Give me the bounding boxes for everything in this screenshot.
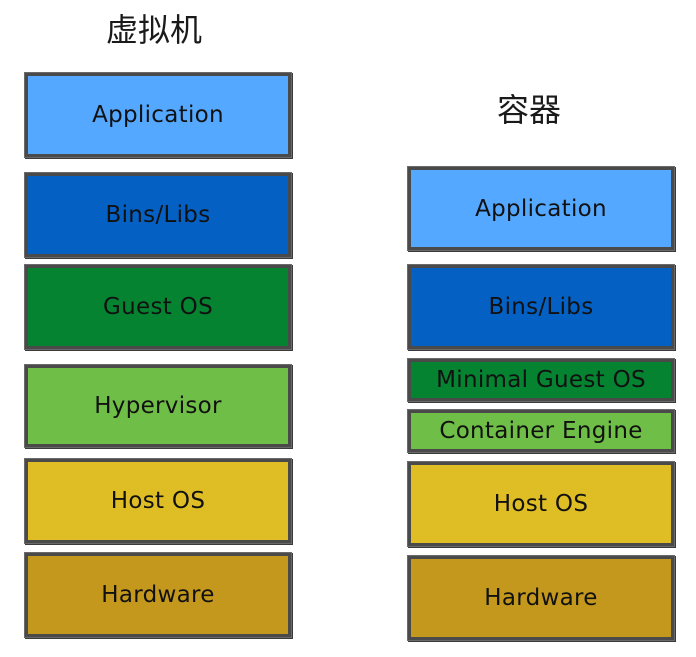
vm-layer-hypervisor-label: Hypervisor	[94, 393, 222, 419]
vm-layer-hardware: Hardware	[25, 553, 291, 637]
container-layer-minimal-guest-os-label: Minimal Guest OS	[436, 367, 646, 393]
container-layer-hardware-label: Hardware	[484, 585, 598, 611]
vm-layer-hardware-label: Hardware	[101, 582, 215, 608]
container-layer-bins-libs: Bins/Libs	[408, 265, 674, 349]
container-layer-host-os: Host OS	[408, 462, 674, 546]
container-title: 容器	[497, 91, 562, 129]
vm-title: 虚拟机	[106, 11, 203, 49]
container-layer-minimal-guest-os: Minimal Guest OS	[408, 359, 674, 401]
container-layer-container-engine: Container Engine	[408, 410, 674, 452]
vm-layer-application: Application	[25, 73, 291, 157]
vm-layer-host-os-label: Host OS	[110, 488, 206, 514]
vm-layer-host-os: Host OS	[25, 459, 291, 543]
vm-layer-application-label: Application	[92, 102, 224, 128]
vm-layer-guest-os-label: Guest OS	[103, 294, 213, 320]
container-layer-hardware: Hardware	[408, 556, 674, 640]
container-layer-host-os-label: Host OS	[493, 491, 589, 517]
container-layer-application-label: Application	[475, 195, 607, 222]
vm-layer-bins-libs-label: Bins/Libs	[105, 202, 211, 228]
container-layer-bins-libs-label: Bins/Libs	[488, 294, 594, 320]
vm-layer-hypervisor: Hypervisor	[25, 365, 291, 447]
container-layer-application: Application	[408, 167, 674, 250]
vm-layer-guest-os: Guest OS	[25, 265, 291, 349]
container-layer-container-engine-label: Container Engine	[439, 418, 643, 444]
vm-layer-bins-libs: Bins/Libs	[25, 173, 291, 257]
